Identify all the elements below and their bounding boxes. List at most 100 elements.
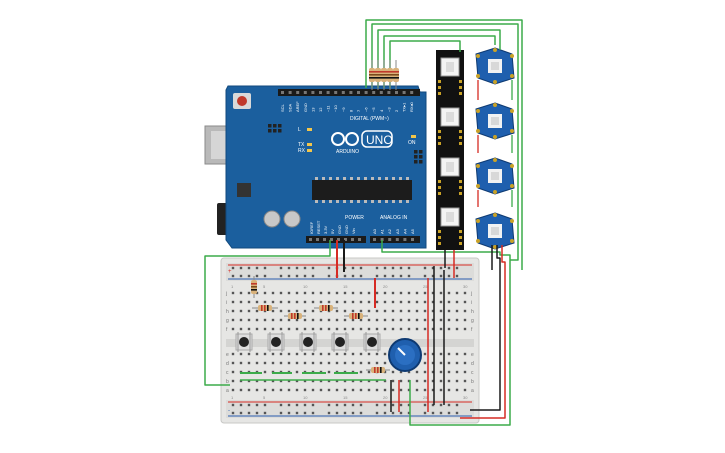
pin-label: ~6 [364, 107, 369, 112]
row-letter: f [471, 327, 473, 333]
pin-label: IOREF [309, 221, 314, 234]
capacitor-1 [263, 210, 281, 228]
row-letter: d [471, 361, 474, 367]
wire-green-outer2[interactable] [365, 19, 523, 270]
pin-label: AREF [295, 101, 300, 112]
strip-led [438, 107, 462, 145]
potentiometer[interactable] [388, 338, 422, 372]
neopixel-breakout[interactable] [475, 157, 515, 195]
rail-plus-label: + [228, 269, 232, 275]
column-number: 15 [343, 284, 348, 289]
wire-green-outer[interactable] [371, 23, 519, 261]
resistor[interactable] [381, 60, 387, 90]
pin-label: ~11 [326, 105, 331, 112]
pushbutton[interactable] [299, 332, 317, 352]
resistor[interactable] [251, 276, 257, 298]
resistor[interactable] [366, 367, 390, 373]
column-number: 1 [231, 284, 234, 289]
arduino-logo: ARDUINO [331, 132, 359, 155]
svg-text:ARDUINO: ARDUINO [336, 149, 359, 155]
pin-label: A3 [395, 228, 400, 234]
wire-green-analog[interactable] [381, 240, 511, 426]
row-letter: h [226, 309, 229, 315]
header-resistors [369, 60, 399, 90]
pin-label: 13 [310, 107, 315, 112]
pin-label: 3.3V [323, 225, 328, 234]
strip-led [438, 157, 462, 195]
power-header [306, 236, 366, 243]
row-letter: j [225, 291, 227, 297]
column-number: 1 [231, 395, 234, 400]
wire-black-breakouts[interactable] [470, 245, 501, 411]
row-letter: i [226, 300, 227, 306]
bottom-power-rail [226, 400, 474, 418]
neopixel-breakouts[interactable] [475, 47, 515, 250]
resistor[interactable] [314, 305, 338, 311]
row-letter: e [226, 352, 229, 358]
resistor[interactable] [252, 305, 278, 311]
pin-label: 5V [330, 229, 335, 234]
icsp-header-main [414, 150, 423, 164]
digital-header [278, 89, 420, 96]
pin-label: SDA [288, 103, 293, 112]
pin-label: A1 [380, 228, 385, 234]
row-letter: b [471, 379, 474, 385]
pushbutton[interactable] [235, 332, 253, 352]
row-letter: i [471, 300, 472, 306]
l-led-label: L [298, 127, 301, 133]
breadboard-holes [231, 266, 467, 415]
rx-led [307, 149, 312, 152]
wire-green-left-loop[interactable] [204, 240, 331, 386]
breadboard-resistors [251, 276, 390, 373]
resistor[interactable] [393, 60, 399, 90]
strip-led [438, 57, 462, 95]
top-power-rail [226, 263, 474, 281]
row-letter: f [226, 327, 228, 333]
pin-label: SCL [280, 103, 285, 112]
uno-badge [361, 130, 393, 148]
pin-label: TX▸1 [402, 102, 407, 112]
arduino-uno-board[interactable]: ARDUINO UNO DIGITAL (PWM~) POWER ANALOG … [204, 85, 427, 249]
column-number: 30 [463, 395, 468, 400]
wires [204, 19, 523, 426]
neopixel-strip[interactable] [436, 50, 464, 250]
neopixel-breakout[interactable] [475, 102, 515, 140]
pin-label: GND [337, 225, 342, 234]
resistor[interactable] [369, 60, 375, 90]
rx-label: RX [298, 148, 306, 154]
resistor[interactable] [284, 313, 306, 319]
pin-label: ~9 [341, 107, 346, 112]
neopixel-breakout[interactable] [475, 212, 515, 250]
column-number: 10 [303, 395, 308, 400]
pin-label: A5 [410, 228, 415, 234]
column-number: 10 [303, 284, 308, 289]
row-letter: a [471, 388, 474, 394]
resistor[interactable] [375, 60, 381, 90]
resistor[interactable] [387, 60, 393, 90]
row-letter: e [471, 352, 474, 358]
pushbutton[interactable] [267, 332, 285, 352]
row-letter: b [226, 379, 229, 385]
rail-minus-label: - [228, 408, 230, 414]
resistor[interactable] [344, 313, 368, 319]
uno-label: UNO [366, 133, 393, 147]
pin-label: A0 [372, 228, 377, 234]
wire-red-breakouts[interactable] [460, 245, 506, 419]
column-number: 25 [423, 284, 428, 289]
pin-label: 4 [379, 109, 384, 112]
capacitor-2 [283, 210, 301, 228]
voltage-regulator [237, 183, 251, 197]
pushbutton[interactable] [331, 332, 349, 352]
wire-green-d1[interactable] [377, 29, 501, 88]
row-letter: g [471, 318, 474, 324]
column-number: 20 [383, 284, 388, 289]
row-letter: h [471, 309, 474, 315]
row-letter: g [226, 318, 229, 324]
pushbutton[interactable] [363, 332, 381, 352]
pin-label: ~5 [371, 107, 376, 112]
neopixel-breakout[interactable] [475, 47, 515, 85]
